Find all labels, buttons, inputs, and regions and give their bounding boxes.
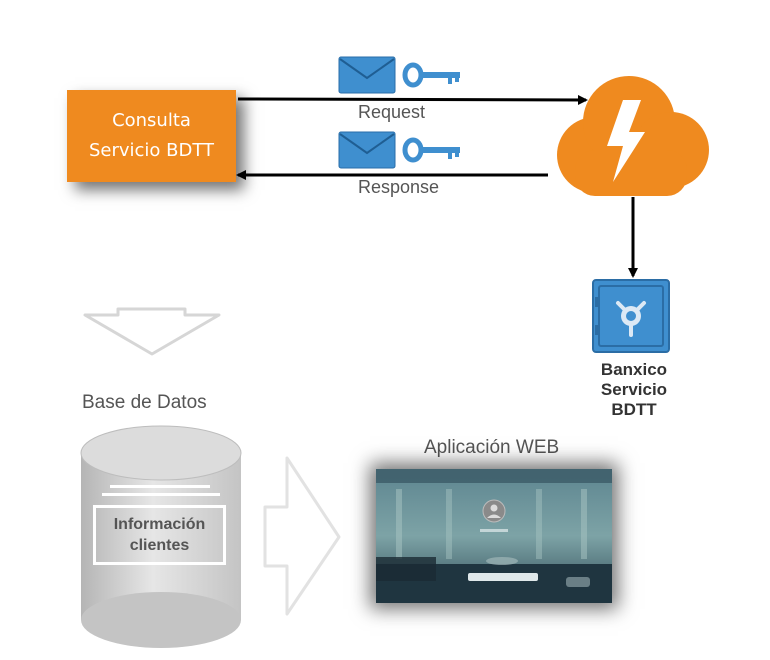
- consulta-line1: Consulta: [112, 110, 191, 131]
- request-arrow: [237, 94, 588, 105]
- right-arrow-icon: [263, 456, 341, 616]
- webapp-screenshot: [376, 469, 612, 603]
- banxico-label: Banxico Servicio BDTT: [584, 360, 684, 420]
- down-arrow-icon: [83, 307, 221, 356]
- info-line1: Información: [113, 516, 206, 533]
- webapp-title: Aplicación WEB: [424, 437, 560, 458]
- info-line2: clientes: [129, 537, 190, 554]
- response-label: Response: [358, 177, 440, 197]
- consulta-servicio-box: Consulta Servicio BDTT: [67, 90, 236, 182]
- banxico-line2: Servicio: [600, 380, 668, 399]
- banxico-line1: Banxico: [600, 360, 668, 379]
- banxico-line3: BDTT: [611, 400, 657, 419]
- envelope-icon: [338, 56, 396, 94]
- key-icon: [402, 137, 460, 163]
- informacion-clientes-box: Información clientes: [93, 505, 226, 565]
- webapp-image: [376, 469, 612, 603]
- envelope-icon: [338, 131, 396, 169]
- lightning-icon: [607, 100, 645, 182]
- database-title: Base de Datos: [82, 392, 207, 413]
- safe-icon: [592, 279, 670, 353]
- key-icon: [402, 62, 460, 88]
- consulta-line2: Servicio BDTT: [88, 140, 215, 161]
- cloud-icon: [557, 76, 709, 196]
- request-label: Request: [358, 102, 426, 122]
- database-icon: [80, 425, 242, 648]
